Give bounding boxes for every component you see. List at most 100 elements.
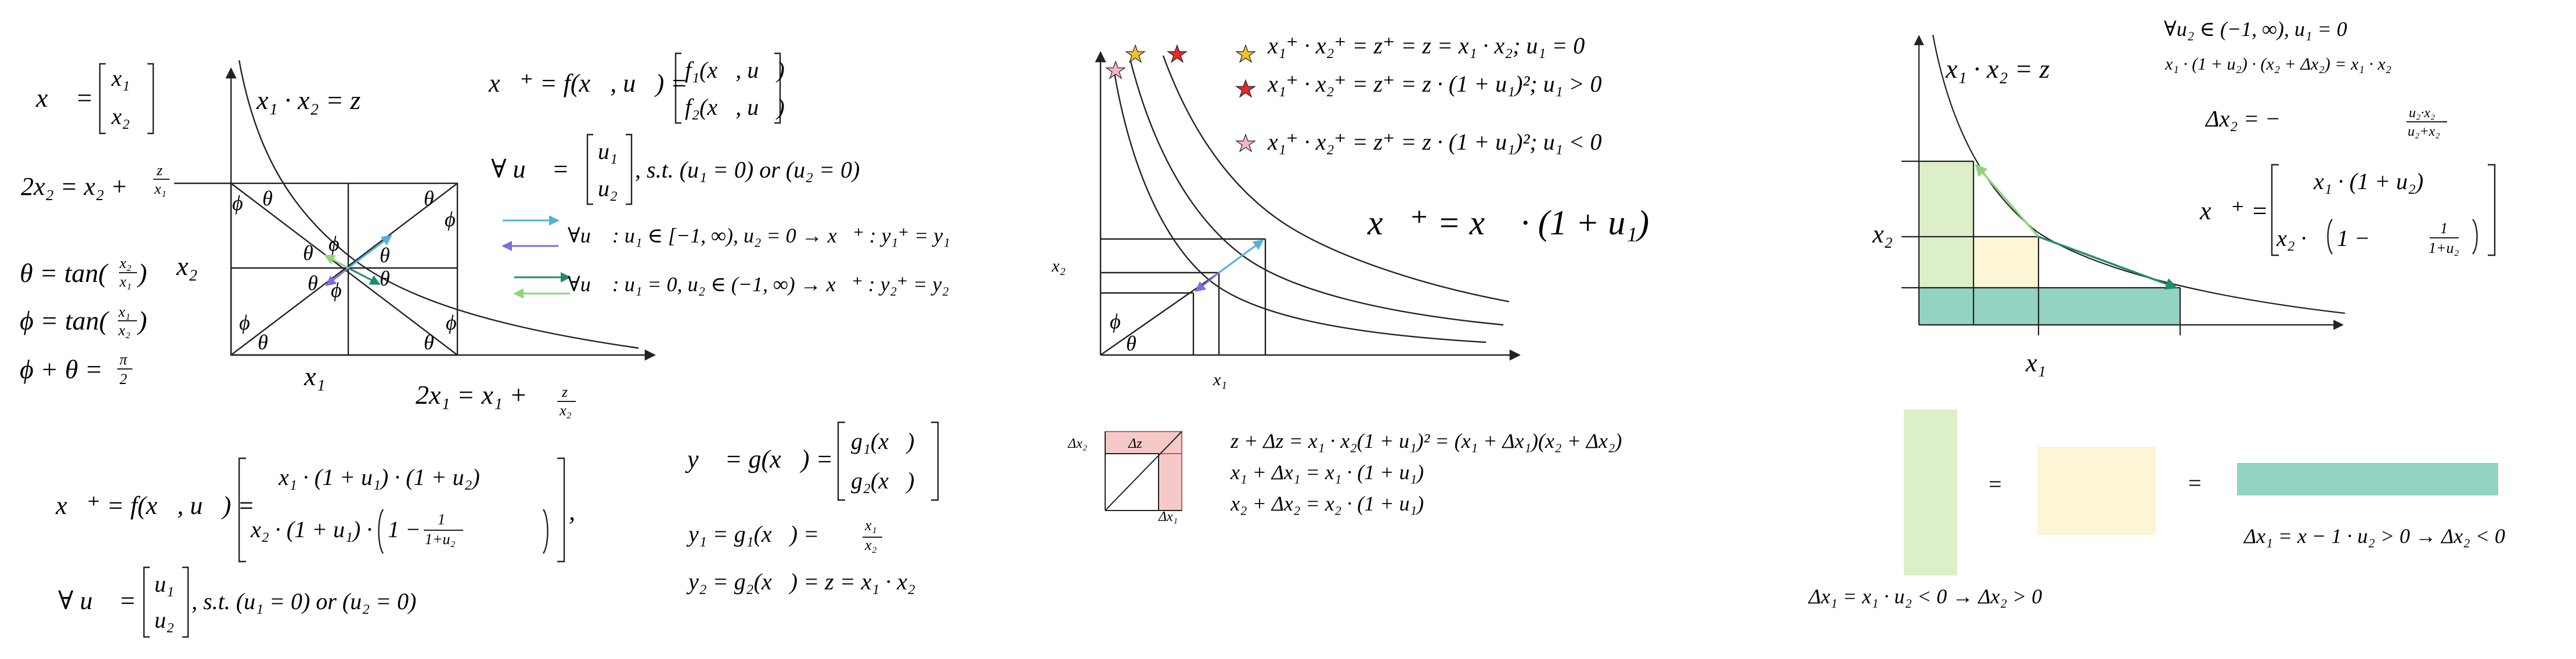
panel2-arrow-purple xyxy=(1195,271,1220,292)
panel2-stars xyxy=(1105,44,1256,153)
delta-z-label: Δz xyxy=(1128,436,1142,451)
bracket-vec-x-left xyxy=(99,63,106,135)
delta-eq-2: x₁ + Δx₁ = x₁ · (1 + u₁) xyxy=(1230,461,1424,484)
panel2-delta-diagram xyxy=(1105,431,1182,511)
rule-2: ∀u⃗ : u₁ = 0, u₂ ∈ (−1, ∞) → x⃗⁺ : y₂⁺ =… xyxy=(568,273,949,296)
sum-def: ϕ + θ = xyxy=(20,354,103,384)
angle-theta: θ xyxy=(424,187,434,210)
vec-x-lhs: x⃗ = xyxy=(35,83,93,113)
rule-1: ∀u⃗ : u₁ ∈ [−1, ∞), u₂ = 0 → x⃗⁺ : y₁⁺ =… xyxy=(568,224,950,247)
g-r1: g₁(x⃗) xyxy=(851,428,914,454)
forall-u-lhs: ∀ u⃗ = xyxy=(491,155,569,183)
panel3-xplus-r2-den: 1+u₂ xyxy=(2429,240,2459,256)
panel2-x1-label: x₁ xyxy=(1213,370,1227,389)
bl-r2-open: 1 − xyxy=(388,516,421,542)
angle-phi: ϕ xyxy=(446,311,457,334)
panel3-xplus-r2-num: 1 xyxy=(2440,220,2448,237)
panel3-cond-2: x₁ · (1 + u₂) · (x₂ + Δx₂) = x₁ · x₂ xyxy=(2164,55,2391,74)
angle-theta: θ xyxy=(380,267,390,290)
panel3-xplus-r2a: x₂ · xyxy=(2276,225,2307,251)
bl-forall-rhs: , s.t. (u₁ = 0) or (u₂ = 0) xyxy=(192,588,416,614)
legend-line-2: x₁⁺ · x₂⁺ = z⁺ = z · (1 + u₁)²; u₁ > 0 xyxy=(1267,71,1602,97)
g-r2: g₂(x⃗) xyxy=(851,468,914,494)
vec-x-r1: x₁ xyxy=(111,65,130,91)
panel1-hyperbola xyxy=(238,60,639,349)
equals-sign-1: = xyxy=(1989,471,2002,497)
bl-lhs: x⃗⁺ = f(x⃗, u⃗) = xyxy=(55,491,255,520)
panel2-hyperbola-inner xyxy=(1113,73,1487,343)
panel3-yellow-block xyxy=(2037,447,2156,535)
g-lhs: y⃗ = g(x⃗) = xyxy=(685,445,833,473)
panel2-big-equation: x⃗⁺ = x⃗ · (1 + u₁) xyxy=(1367,204,1649,242)
angle-theta: θ xyxy=(308,271,318,295)
panel3-text: x₁ · x₂ = z x₂ x₁ ∀u₂ ∈ (−1, ∞), u₁ = 0 … xyxy=(1807,17,2505,608)
panel3-arrow-teal xyxy=(2038,236,2178,290)
panel3-dx2-den: u₂+x₂ xyxy=(2408,124,2440,139)
panel3-curve-label: x₁ · x₂ = z xyxy=(1945,54,2050,84)
panel-bl-text: x⃗⁺ = f(x⃗, u⃗) = x₁ · (1 + u₁) · (1 + u… xyxy=(55,464,575,633)
left-eq-den: x₁ xyxy=(154,180,167,197)
panel3-teal-area xyxy=(1919,288,2180,325)
sum-num: π xyxy=(120,351,128,368)
bottom-eq-num: z xyxy=(561,383,568,400)
panel3-xplus-r1: x₁ · (1 + u₂) xyxy=(2313,168,2423,194)
map-f-r1: f₁(x⃗, u⃗) xyxy=(685,57,785,83)
bracket-f-right xyxy=(774,52,781,124)
equals-sign-2: = xyxy=(2188,470,2202,496)
bl-r1: x₁ · (1 + u₁) · (1 + u₂) xyxy=(278,464,480,490)
phi-def: ϕ = tan( xyxy=(20,306,110,335)
forall-u-rhs: , s.t. (u₁ = 0) or (u₂ = 0) xyxy=(635,157,860,183)
left-eq-num: z xyxy=(156,162,163,179)
bracket-u-right xyxy=(626,133,633,205)
bracket-f-left xyxy=(674,52,681,124)
panel2-theta: θ xyxy=(1126,332,1137,355)
legend-star-red-icon xyxy=(1235,79,1256,98)
panel1-diagonal-anti xyxy=(230,183,458,356)
delta-x1-label: Δx₁ xyxy=(1158,509,1178,524)
panel3-dx2-num: u₂·x₂ xyxy=(2409,106,2435,121)
panel1-outer-rect xyxy=(230,182,459,356)
angle-phi: ϕ xyxy=(239,311,250,334)
angle-theta: θ xyxy=(262,187,273,210)
phi-close: ) xyxy=(136,306,147,335)
star-yellow-icon xyxy=(1125,44,1146,63)
panel2-plot xyxy=(1095,51,1521,361)
panel2-hyperbola-outer xyxy=(1162,55,1510,303)
delta-eq-1: z + Δz = x₁ · x₂(1 + u₁)² = (x₁ + Δx₁)(x… xyxy=(1230,429,1622,452)
phi-num: x₁ xyxy=(118,303,131,320)
bl-r2-den: 1+u₂ xyxy=(425,531,456,548)
angle-theta: θ xyxy=(424,331,434,354)
panel3-plot xyxy=(1902,34,2498,575)
panel1-x1-label: x₁ xyxy=(304,361,325,391)
panel3-arrow-lime xyxy=(1975,164,2040,238)
g-y1-num: x₁ xyxy=(864,517,877,534)
bottom-eq-lhs: 2x₁ = x₁ + xyxy=(416,380,527,410)
bl-u2: u₂ xyxy=(154,607,174,633)
panel-g-text: y⃗ = g(x⃗) = g₁(x⃗) g₂(x⃗) y₁ = g₁(x⃗) =… xyxy=(685,428,915,595)
forall-u-r1: u₁ xyxy=(598,138,618,164)
panel3-bottom-left: Δx₁ = x₁ · u₂ < 0 → Δx₂ > 0 xyxy=(1807,585,2042,608)
sum-den: 2 xyxy=(120,371,127,388)
star-red-icon xyxy=(1167,44,1188,63)
panel1-x2-label: x₂ xyxy=(176,251,197,281)
bl-u1: u₁ xyxy=(154,571,174,597)
bl-r2a: x₂ · (1 + u₁) · xyxy=(250,516,372,542)
angle-phi: ϕ xyxy=(232,191,243,215)
delta-eq-3: x₂ + Δx₂ = x₂ · (1 + u₁) xyxy=(1230,492,1424,515)
panel3-xplus-lhs: x⃗⁺ = xyxy=(2199,197,2268,225)
panel3-dx2-lhs: Δx₂ = − xyxy=(2205,106,2281,132)
panel3-green-block xyxy=(1904,410,1957,575)
forall-u-r2: u₂ xyxy=(598,175,618,201)
map-f-lhs: x⃗⁺ = f(x⃗, u⃗) = xyxy=(488,69,688,97)
panel2-x2-label: x₂ xyxy=(1051,256,1066,276)
panel3-cond-1: ∀u₂ ∈ (−1, ∞), u₁ = 0 xyxy=(2164,17,2347,41)
panel3-x1-label: x₁ xyxy=(2025,349,2046,377)
bracket-u-left xyxy=(586,133,593,205)
legend-star-pink-icon xyxy=(1235,133,1256,153)
angle-phi: ϕ xyxy=(445,208,456,231)
theta-num: x₂ xyxy=(119,255,132,271)
g-y2: y₂ = g₂(x⃗) = z = x₁ · x₂ xyxy=(686,569,915,595)
g-y1-lhs: y₁ = g₁(x⃗) = xyxy=(686,521,819,547)
bl-forall-lhs: ∀ u⃗ = xyxy=(58,586,136,615)
